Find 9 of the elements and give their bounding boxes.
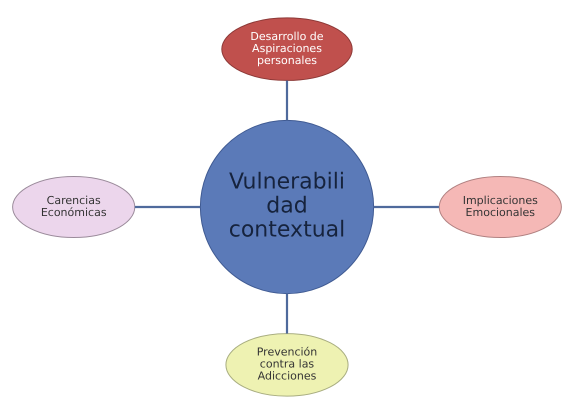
node-circle: Vulnerabili dad contextual: [200, 120, 374, 294]
connector: [374, 206, 439, 208]
connector: [286, 294, 288, 334]
node-ellipse: Prevención contra las Adicciones: [225, 333, 349, 397]
connector: [134, 206, 200, 208]
node-ellipse: Carencias Económicas: [12, 176, 136, 238]
node-ellipse: Desarrollo de Aspiraciones personales: [221, 17, 353, 81]
connector: [286, 80, 288, 120]
node-ellipse: Implicaciones Emocionales: [438, 176, 562, 238]
